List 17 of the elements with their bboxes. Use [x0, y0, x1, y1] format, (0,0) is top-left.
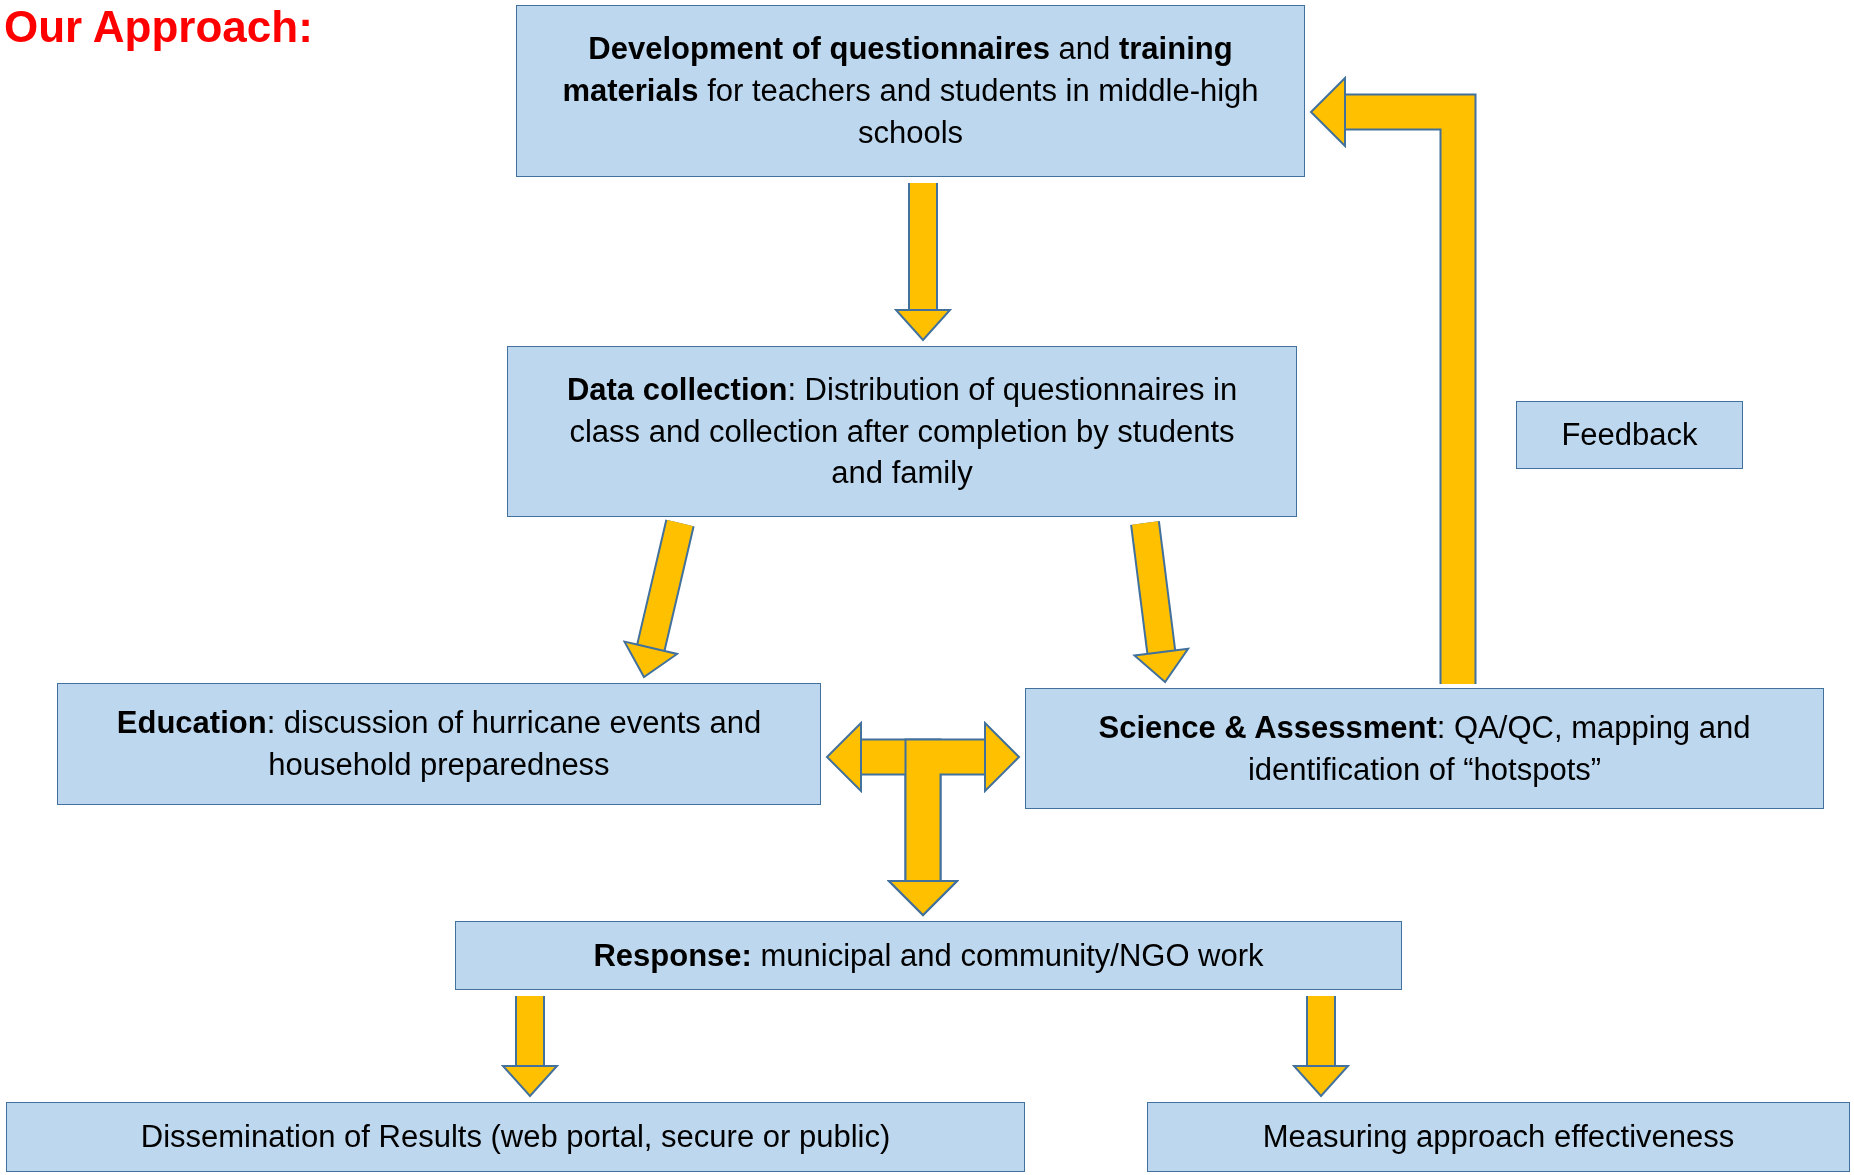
box-text: Development of questionnaires and training materials for teachers and students in middle-high schools [561, 30, 1260, 152]
box-text: Response: municipal and community/NGO work [593, 936, 1264, 975]
process-box [507, 346, 1297, 517]
box-text: Dissemination of Results (web portal, secure or public) [140, 1118, 891, 1157]
process-box [455, 921, 1402, 990]
process-box [516, 5, 1305, 177]
box-text: Science & Assessment: QA/QC, mapping and identification of “hotspots” [1097, 708, 1752, 789]
box-text: Measuring approach effectiveness [1262, 1118, 1735, 1157]
process-box [1025, 688, 1824, 809]
process-box [1147, 1102, 1850, 1172]
box-text: Data collection: Distribution of questionnaires in class and collection after completion by students and family [565, 370, 1239, 493]
box-text: Feedback [1561, 416, 1698, 455]
process-box [6, 1102, 1025, 1172]
box-text: Education: discussion of hurricane events and household preparedness [115, 704, 763, 784]
title: Our Approach: [4, 2, 313, 52]
process-box [57, 683, 821, 805]
process-box [1516, 401, 1743, 469]
